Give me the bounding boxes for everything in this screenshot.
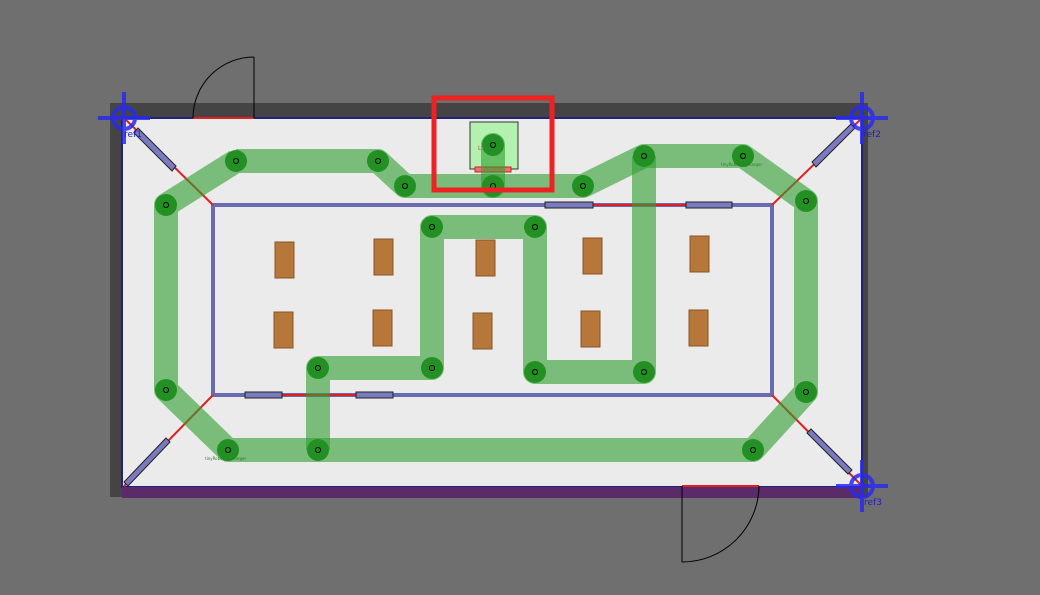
waypoint-dot xyxy=(750,447,756,453)
waypoint[interactable] xyxy=(367,150,389,172)
inner-wall[interactable] xyxy=(211,203,774,397)
waypoint-dot xyxy=(402,183,408,189)
waypoint[interactable] xyxy=(394,175,416,197)
waypoint-dot xyxy=(375,158,381,164)
lift-label: L1 xyxy=(478,145,486,152)
waypoint[interactable] xyxy=(225,150,247,172)
waypoint-dot xyxy=(532,224,538,230)
waypoint[interactable] xyxy=(482,175,504,197)
selection-box xyxy=(431,95,555,193)
waypoint-dot xyxy=(803,198,809,204)
door-bottom-right[interactable] xyxy=(681,485,760,563)
waypoint-dot xyxy=(429,224,435,230)
waypoint-dot xyxy=(740,153,746,159)
waypoint[interactable] xyxy=(572,175,594,197)
waypoint[interactable] xyxy=(482,134,504,156)
ref1-label: ref1 xyxy=(124,130,142,140)
waypoint[interactable] xyxy=(155,194,177,216)
wall-segments[interactable] xyxy=(123,123,856,487)
waypoints[interactable] xyxy=(155,134,817,461)
waypoint[interactable] xyxy=(217,439,239,461)
waypoint-dot xyxy=(580,183,586,189)
waypoint-dot xyxy=(532,369,538,375)
waypoint-dot xyxy=(315,447,321,453)
waypoint-dot xyxy=(315,365,321,371)
waypoint[interactable] xyxy=(742,439,764,461)
waypoint[interactable] xyxy=(524,216,546,238)
waypoint[interactable] xyxy=(421,216,443,238)
door-top-left[interactable] xyxy=(192,56,255,119)
waypoint[interactable] xyxy=(732,145,754,167)
ref3-label: ref3 xyxy=(864,498,882,508)
charger-label: tinyRobot_2_charger xyxy=(721,162,763,167)
waypoint-dot xyxy=(233,158,239,164)
waypoint[interactable] xyxy=(524,361,546,383)
waypoint-dot xyxy=(641,153,647,159)
waypoint[interactable] xyxy=(421,357,443,379)
waypoint[interactable] xyxy=(307,439,329,461)
ref-markers[interactable] xyxy=(98,92,888,512)
waypoint[interactable] xyxy=(155,379,177,401)
waypoint[interactable] xyxy=(795,381,817,403)
charger-label: tinyRobot_1_charger xyxy=(205,456,247,461)
bottom-wall-band xyxy=(122,487,862,498)
waypoint-dot xyxy=(803,389,809,395)
waypoint[interactable] xyxy=(307,357,329,379)
ref2-label: ref2 xyxy=(863,130,881,140)
waypoint-dot xyxy=(641,369,647,375)
waypoint-dot xyxy=(490,142,496,148)
waypoint-dot xyxy=(163,202,169,208)
waypoint-dot xyxy=(429,365,435,371)
shelves[interactable] xyxy=(273,235,710,350)
waypoint[interactable] xyxy=(633,145,655,167)
waypoint[interactable] xyxy=(795,190,817,212)
waypoint-dot xyxy=(163,387,169,393)
waypoint-dot xyxy=(225,447,231,453)
waypoint[interactable] xyxy=(633,361,655,383)
